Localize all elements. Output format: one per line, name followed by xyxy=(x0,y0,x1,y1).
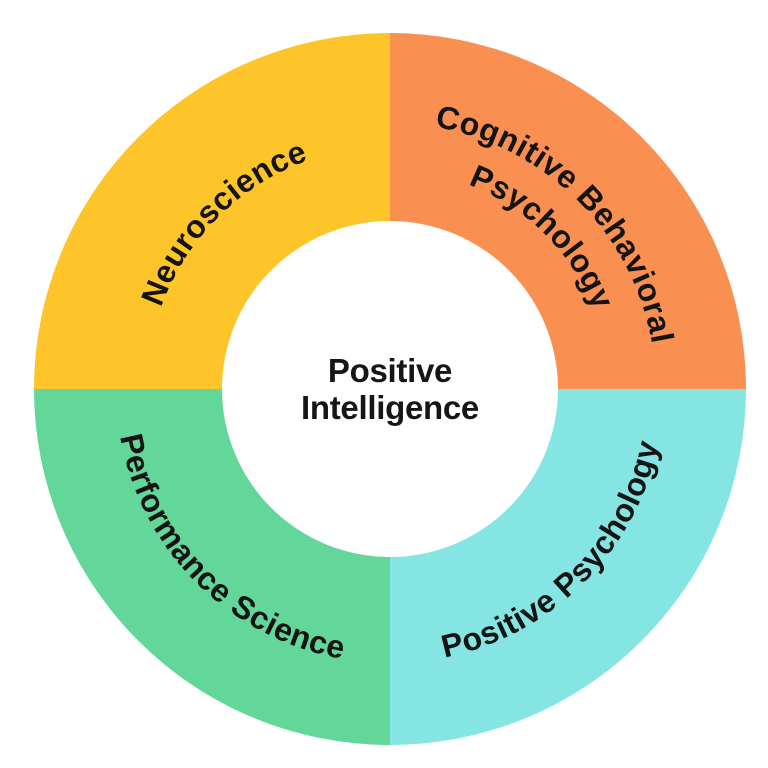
segment-cognitive-behavioral-psychology xyxy=(390,33,746,389)
segment-neuroscience xyxy=(34,33,390,389)
segment-positive-psychology xyxy=(390,389,746,745)
center-title-line2: Intelligence xyxy=(301,389,479,426)
segment-performance-science xyxy=(34,389,390,745)
center-title-line1: Positive xyxy=(328,352,452,389)
